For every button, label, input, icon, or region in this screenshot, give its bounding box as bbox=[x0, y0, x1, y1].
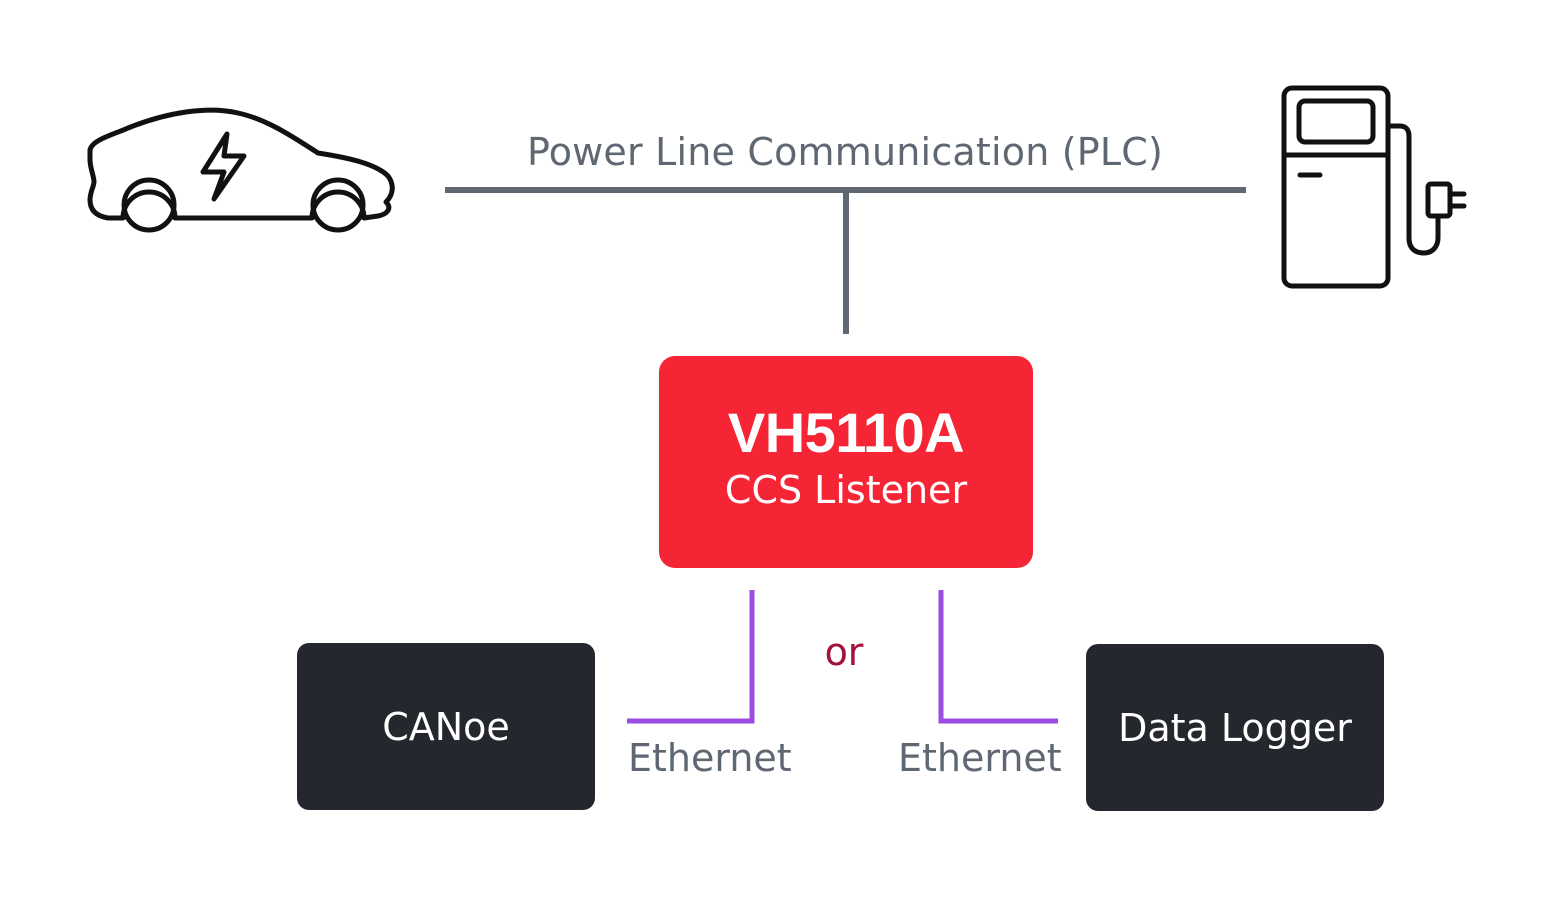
charging-station-icon bbox=[1281, 85, 1467, 289]
ethernet-link-right bbox=[938, 590, 1058, 724]
plc-bus-label: Power Line Communication (PLC) bbox=[526, 130, 1164, 174]
electric-car-icon bbox=[87, 107, 395, 233]
ethernet-label-left: Ethernet bbox=[628, 736, 792, 780]
canoe-box: CANoe bbox=[297, 643, 595, 810]
listener-device-box: VH5110A CCS Listener bbox=[659, 356, 1033, 568]
canoe-label: CANoe bbox=[382, 704, 510, 749]
data-logger-label: Data Logger bbox=[1118, 705, 1352, 750]
or-label: or bbox=[824, 630, 864, 674]
device-model-label: VH5110A bbox=[727, 401, 965, 464]
ethernet-label-right: Ethernet bbox=[898, 736, 1062, 780]
device-name-label: CCS Listener bbox=[724, 468, 968, 512]
data-logger-box: Data Logger bbox=[1086, 644, 1384, 811]
ethernet-link-left bbox=[627, 590, 755, 724]
